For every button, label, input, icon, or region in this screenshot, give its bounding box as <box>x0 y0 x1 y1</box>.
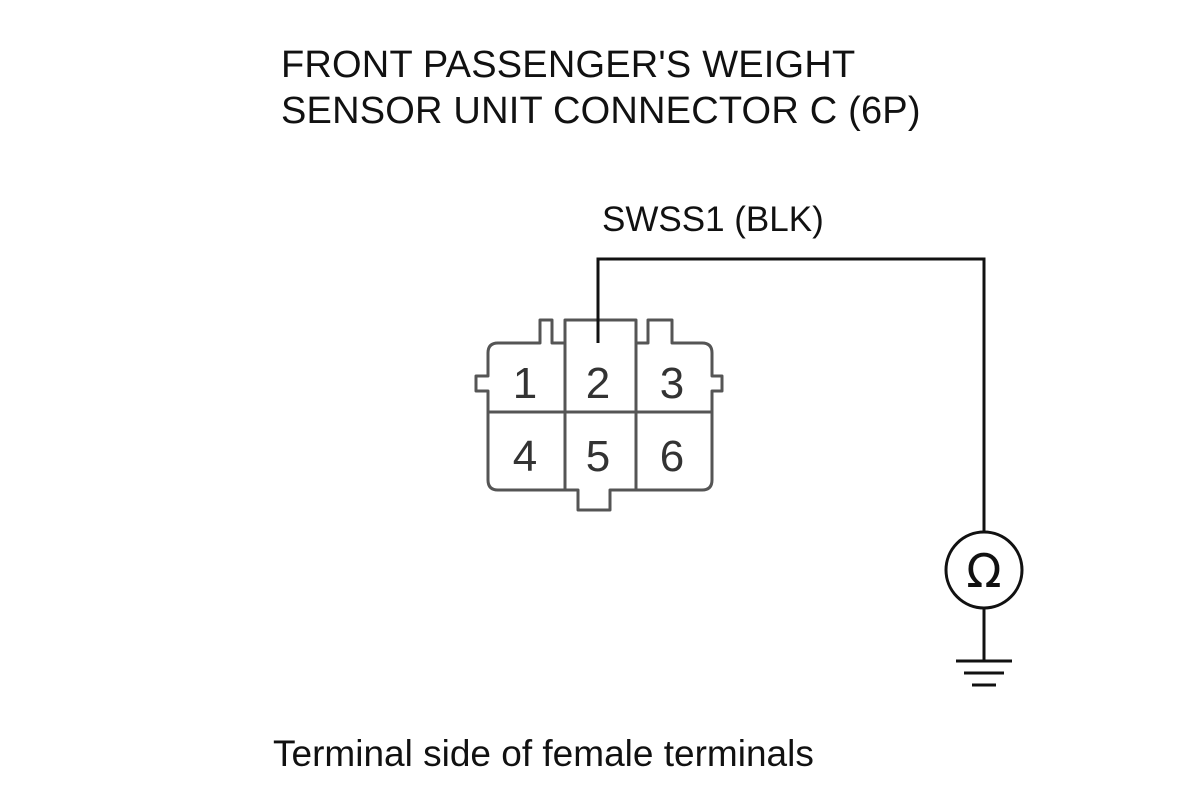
pin-3-label: 3 <box>660 359 684 408</box>
wire-label: SWSS1 (BLK) <box>602 200 824 239</box>
diagram-title: FRONT PASSENGER'S WEIGHT SENSOR UNIT CON… <box>281 42 921 134</box>
pin-5-label: 5 <box>586 432 610 481</box>
connector-pins: 1 2 3 4 5 6 <box>513 359 684 481</box>
connector-housing <box>474 318 724 512</box>
title-line-2: SENSOR UNIT CONNECTOR C (6P) <box>281 90 921 132</box>
pin-4-label: 4 <box>513 432 537 481</box>
pin-1-label: 1 <box>513 359 537 408</box>
ohm-symbol: Ω <box>966 544 1001 598</box>
pin-2-label: 2 <box>586 359 610 408</box>
ground-icon <box>956 659 1012 687</box>
test-lead-wire <box>596 257 986 532</box>
ohmmeter-icon: Ω <box>944 530 1024 610</box>
pin-6-label: 6 <box>660 432 684 481</box>
diagram-caption: Terminal side of female terminals <box>273 733 814 774</box>
title-line-1: FRONT PASSENGER'S WEIGHT <box>281 44 856 86</box>
